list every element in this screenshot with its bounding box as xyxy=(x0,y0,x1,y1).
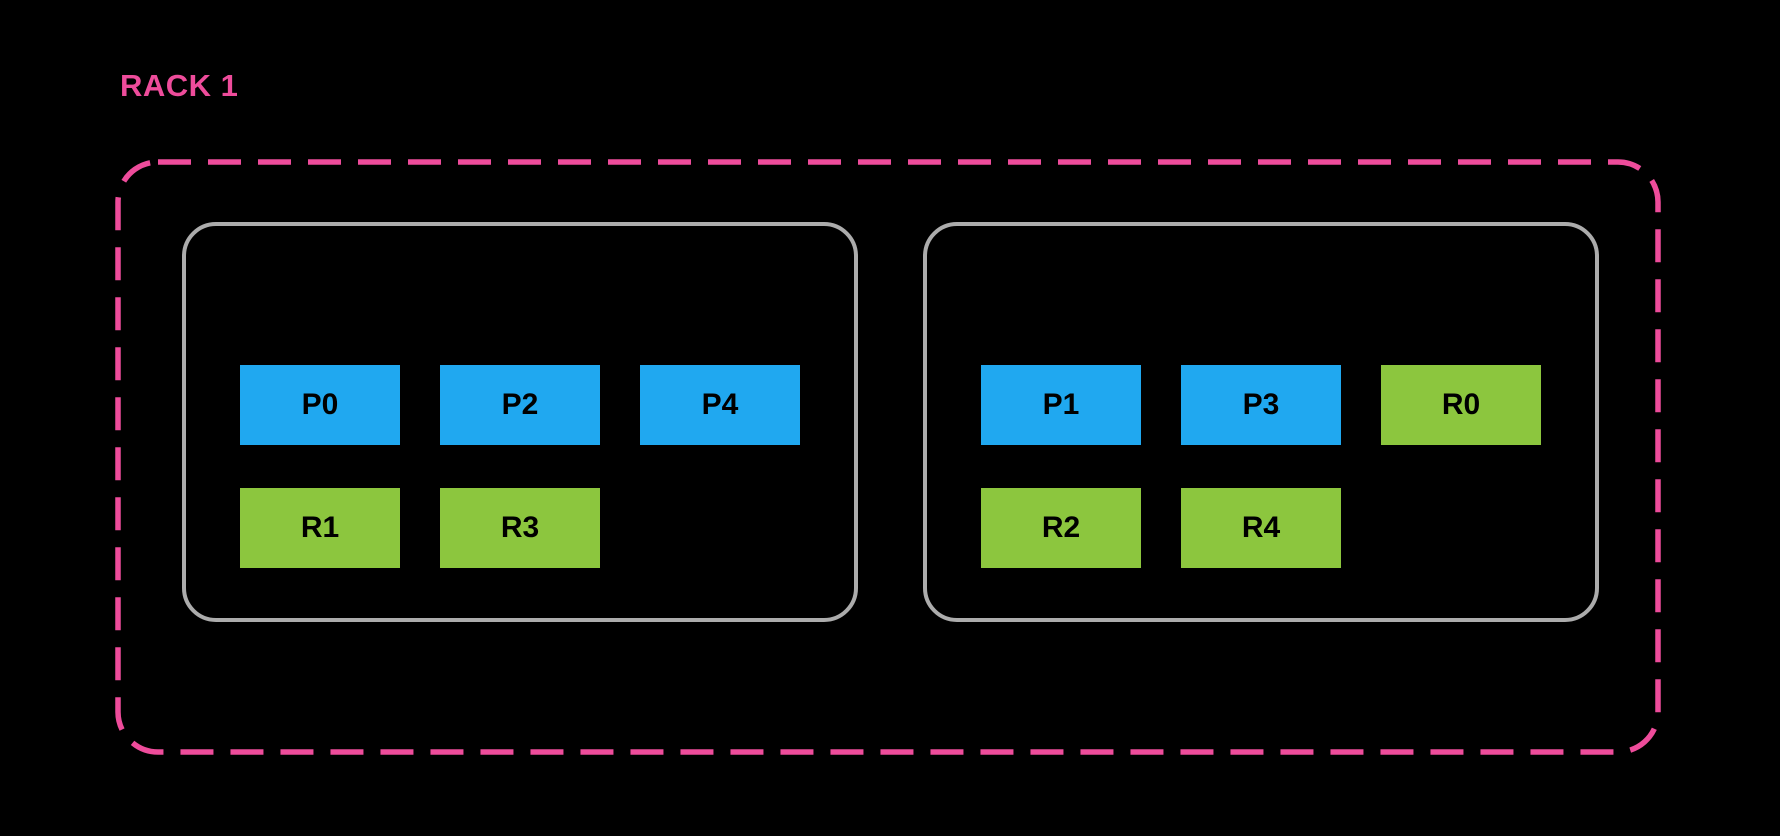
rack-title: RACK 1 xyxy=(120,68,239,103)
node-2-row-2: R2 R4 xyxy=(981,488,1341,568)
worker-cell-P4: P4 xyxy=(640,365,800,445)
worker-cell-R4: R4 xyxy=(1181,488,1341,568)
worker-cell-P2: P2 xyxy=(440,365,600,445)
node-1-row-1: P0 P2 P4 xyxy=(240,365,800,445)
worker-cell-P1: P1 xyxy=(981,365,1141,445)
node-box-1: P0 P2 P4 R1 R3 xyxy=(182,222,858,622)
node-1-row-2: R1 R3 xyxy=(240,488,600,568)
worker-cell-P0: P0 xyxy=(240,365,400,445)
node-2-row-1: P1 P3 R0 xyxy=(981,365,1541,445)
worker-cell-R1: R1 xyxy=(240,488,400,568)
worker-cell-P3: P3 xyxy=(1181,365,1341,445)
node-box-2: P1 P3 R0 R2 R4 xyxy=(923,222,1599,622)
rack-boundary xyxy=(115,159,1661,755)
worker-cell-R2: R2 xyxy=(981,488,1141,568)
rack-boundary-dashed-border xyxy=(115,159,1661,755)
worker-cell-R3: R3 xyxy=(440,488,600,568)
worker-cell-R0: R0 xyxy=(1381,365,1541,445)
